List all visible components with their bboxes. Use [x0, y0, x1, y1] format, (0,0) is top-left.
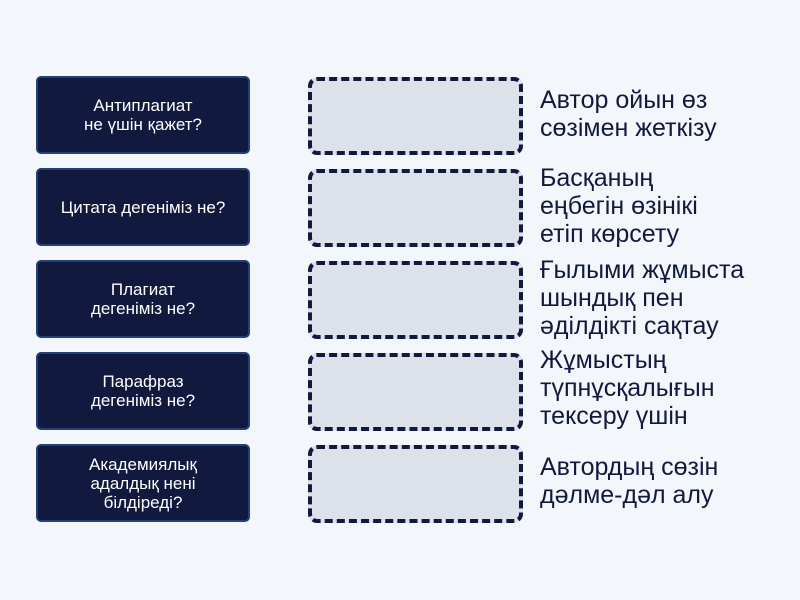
answer-label-2: Басқаның еңбегін өзінікі етіп көрсету: [540, 164, 698, 248]
drop-slot-5[interactable]: [308, 445, 523, 523]
question-card-5[interactable]: Академиялық адалдық нені білдіреді?: [36, 444, 250, 522]
answer-label-5: Автордың сөзін дәлме-дәл алу: [540, 453, 719, 509]
drop-slot-2[interactable]: [308, 169, 523, 247]
question-card-3[interactable]: Плагиат дегеніміз не?: [36, 260, 250, 338]
drop-slot-4[interactable]: [308, 353, 523, 431]
answer-label-4: Жұмыстың түпнұсқалығын тексеру үшін: [540, 346, 715, 430]
drop-slot-3[interactable]: [308, 261, 523, 339]
question-card-2[interactable]: Цитата дегеніміз не?: [36, 168, 250, 246]
question-card-4[interactable]: Парафраз дегеніміз не?: [36, 352, 250, 430]
question-card-1[interactable]: Антиплагиат не үшін қажет?: [36, 76, 250, 154]
drop-slot-1[interactable]: [308, 77, 523, 155]
answer-label-3: Ғылыми жұмыста шындық пен әділдікті сақт…: [540, 256, 745, 340]
answer-label-1: Автор ойын өз сөзімен жеткізу: [540, 86, 717, 142]
